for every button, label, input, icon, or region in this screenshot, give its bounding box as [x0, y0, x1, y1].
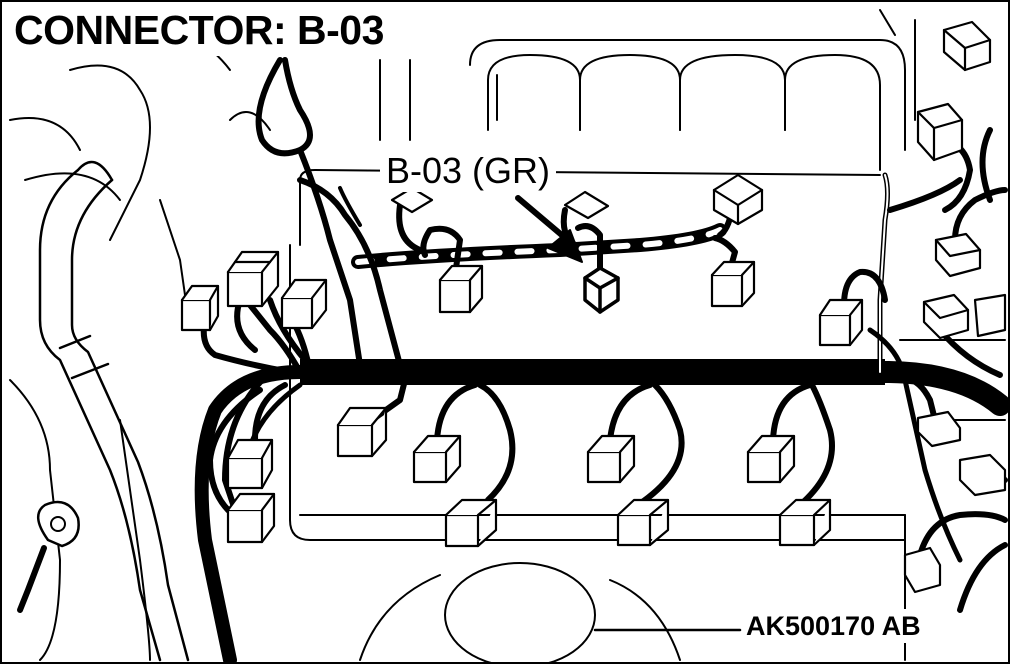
connector-lower-2: [412, 434, 462, 484]
connector-callout-label: B-03 (GR): [380, 150, 557, 192]
connector-left-4: [226, 438, 274, 490]
connector-upper-4: [710, 260, 756, 308]
connector-upper-5: [712, 173, 764, 226]
connector-lower-3: [444, 498, 498, 548]
page-title: CONNECTOR: B-03: [10, 4, 390, 56]
connector-left-2: [226, 250, 280, 308]
connector-right-1: [942, 20, 992, 72]
connector-wires: [200, 57, 1008, 613]
connector-left-3: [280, 278, 328, 330]
connector-right-mid: [818, 298, 864, 347]
connector-right-4: [922, 293, 1007, 340]
connector-right-2: [916, 102, 964, 162]
connector-left-5: [226, 492, 276, 544]
connector-right-5: [916, 410, 962, 448]
connector-lower-6: [746, 434, 796, 484]
connector-upper-1: [438, 264, 484, 314]
upper-branch-harness: [297, 172, 963, 563]
callout-arrow: [515, 195, 583, 263]
connector-upper-2: [390, 186, 434, 214]
connectors: [180, 20, 1007, 594]
connector-b03-target: [583, 266, 620, 314]
connector-right-6: [958, 453, 1007, 497]
left-hose: [38, 160, 190, 662]
connector-lower-1: [336, 406, 388, 458]
connector-lower-5: [616, 498, 670, 547]
connector-lower-7: [778, 498, 832, 547]
connector-upper-3: [563, 190, 610, 220]
connector-right-7: [903, 546, 942, 594]
connector-left-1: [180, 284, 220, 332]
connector-right-3: [934, 232, 982, 278]
figure-id: AK500170 AB: [742, 609, 925, 643]
connector-lower-4: [586, 434, 636, 484]
ground-terminal: [17, 500, 80, 613]
